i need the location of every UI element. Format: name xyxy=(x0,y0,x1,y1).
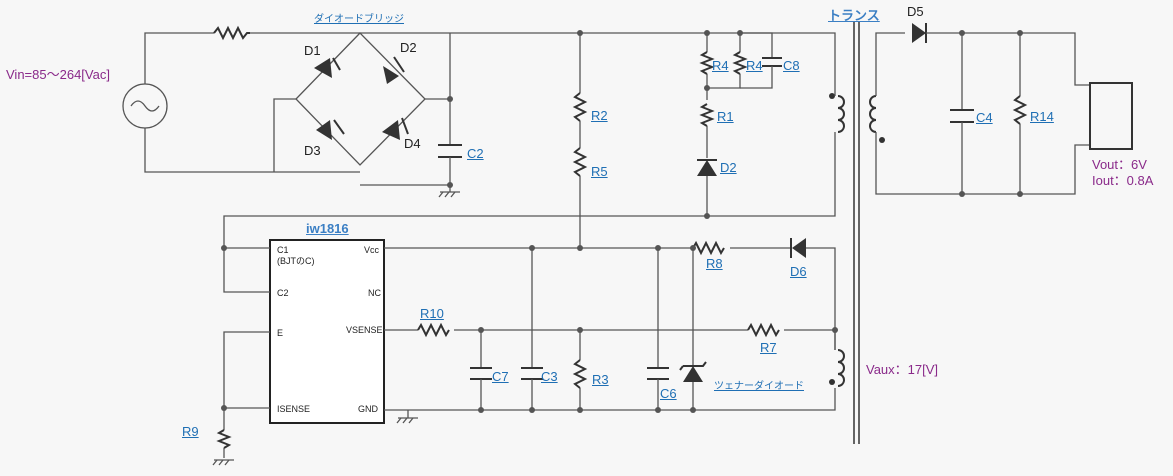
pin-c1-sub: (BJTのC) xyxy=(277,256,315,266)
ic-name: iw1816 xyxy=(306,221,349,236)
label-c2: C2 xyxy=(467,146,484,161)
zener-label: ツェナーダイオード xyxy=(714,381,804,392)
ground-symbol xyxy=(438,185,460,198)
label-r14: R14 xyxy=(1030,109,1054,124)
vout-label: Vout：6V xyxy=(1092,157,1147,172)
label-r5: R5 xyxy=(591,164,608,179)
pin-e: E xyxy=(277,328,284,338)
bridge-label: ダイオードブリッジ xyxy=(314,14,404,25)
label-r1: R1 xyxy=(717,109,734,124)
label-r4a: R4 xyxy=(712,58,729,73)
iout-label: Iout：0.8A xyxy=(1092,173,1154,188)
pin-vcc: Vcc xyxy=(364,245,380,255)
label-d2-bridge: D2 xyxy=(400,40,417,55)
label-c4: C4 xyxy=(976,110,993,125)
diode-bridge xyxy=(295,32,426,166)
label-r2: R2 xyxy=(591,108,608,123)
pin-isense: ISENSE xyxy=(277,404,311,414)
transformer xyxy=(829,22,885,444)
label-d4: D4 xyxy=(404,136,421,151)
pin-gnd: GND xyxy=(358,404,378,414)
label-r10: R10 xyxy=(420,306,444,321)
label-c6: C6 xyxy=(660,386,677,401)
label-d6: D6 xyxy=(790,264,807,279)
label-c8: C8 xyxy=(783,58,800,73)
pin-c2: C2 xyxy=(277,288,289,298)
pin-vsense: VSENSE xyxy=(346,325,383,335)
pin-nc: NC xyxy=(368,288,381,298)
label-d1: D1 xyxy=(304,43,321,58)
label-r7: R7 xyxy=(760,340,777,355)
label-d2: D2 xyxy=(720,160,737,175)
label-r8: R8 xyxy=(706,256,723,271)
transformer-label: トランス xyxy=(828,8,880,23)
vaux-label: Vaux：17[V] xyxy=(866,362,939,377)
ic-iw1816 xyxy=(269,239,385,424)
load-box xyxy=(1089,82,1133,150)
label-c7: C7 xyxy=(492,369,509,384)
label-r4b: R4 xyxy=(746,58,763,73)
label-r9: R9 xyxy=(182,424,199,439)
label-d3: D3 xyxy=(304,143,321,158)
vin-label: Vin=85～264[Vac] xyxy=(6,67,110,82)
label-r3: R3 xyxy=(592,372,609,387)
input-resistor xyxy=(213,25,250,41)
label-c3: C3 xyxy=(541,369,558,384)
pin-c1: C1 xyxy=(277,245,289,255)
label-d5: D5 xyxy=(907,4,924,19)
